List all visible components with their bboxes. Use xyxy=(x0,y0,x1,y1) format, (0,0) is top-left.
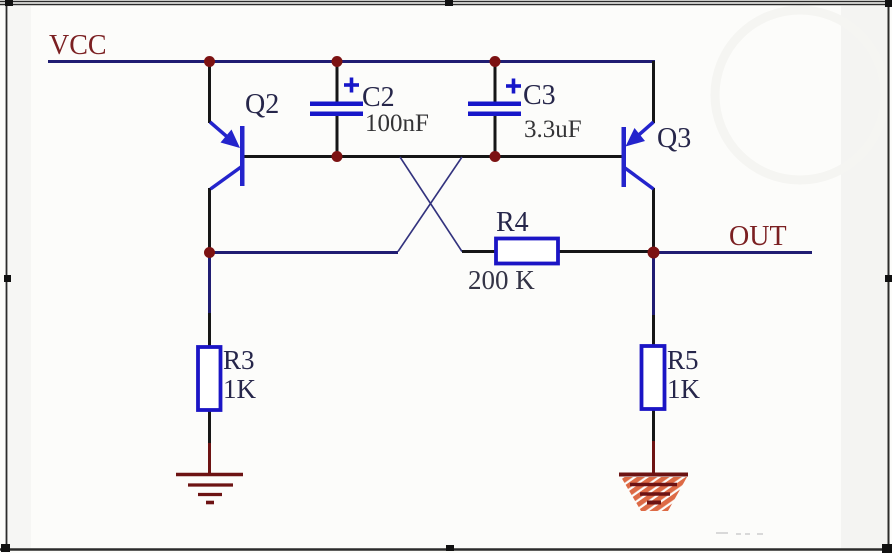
svg-text:VCC: VCC xyxy=(49,30,107,61)
svg-text:Q2: Q2 xyxy=(245,89,279,120)
svg-text:R3: R3 xyxy=(223,345,255,375)
svg-text:OUT: OUT xyxy=(729,221,787,252)
svg-text:R4: R4 xyxy=(496,207,529,238)
svg-text:1K: 1K xyxy=(667,374,701,404)
svg-text:C3: C3 xyxy=(523,80,556,111)
svg-text:3.3uF: 3.3uF xyxy=(524,116,582,143)
svg-text:C2: C2 xyxy=(362,82,395,113)
svg-text:Q3: Q3 xyxy=(657,123,691,154)
svg-text:200 K: 200 K xyxy=(468,265,535,295)
svg-text:R5: R5 xyxy=(667,345,699,375)
svg-text:1K: 1K xyxy=(223,374,257,404)
svg-text:100nF: 100nF xyxy=(365,110,429,137)
